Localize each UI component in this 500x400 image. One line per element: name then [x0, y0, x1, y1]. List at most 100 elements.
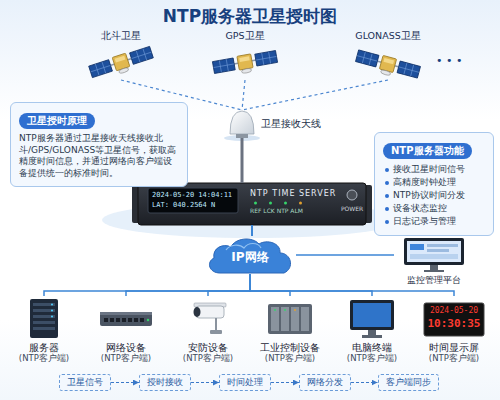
process-box: 时间处理: [219, 374, 271, 391]
callout-heading: 卫星授时原理: [19, 113, 95, 129]
device-name: 服务器: [29, 342, 59, 354]
client-device: 安防设备(NTP客户端): [170, 296, 246, 364]
clock-time: 10:30:35: [424, 317, 484, 330]
node-label: GPS卫星: [210, 30, 280, 42]
pc-icon-part: [368, 330, 376, 335]
switch-icon-part: [100, 312, 152, 326]
bullet-item: 设备状态监控: [383, 202, 485, 215]
rack-server-icon-part: [51, 304, 53, 306]
display-readout: LAT: 040.2564 N: [152, 201, 215, 210]
node-label: 卫星信号: [67, 377, 103, 388]
process-box: 网络分发: [299, 374, 351, 391]
satellite-node: GLONASS卫星: [350, 30, 426, 80]
rack-server-icon-part: [51, 310, 53, 312]
antenna-dome: [224, 111, 260, 141]
connector: [191, 382, 219, 383]
switch-icon: [100, 312, 152, 326]
connector: [271, 382, 299, 383]
server-chassis-part: [254, 202, 257, 205]
rack-server-icon-part: [33, 309, 55, 312]
device-name: 工业控制设备: [260, 342, 320, 354]
device-name: 电脑终端: [352, 342, 392, 354]
client-device: 服务器(NTP客户端): [6, 296, 82, 364]
rack-server-icon-part: [33, 327, 55, 330]
display-readout: 2024-05-20 14:04:11: [152, 191, 232, 200]
plc-icon-part: [301, 307, 309, 331]
connector: [251, 225, 253, 236]
plc-icon-part: [281, 307, 289, 331]
rack-server-icon-part: [33, 315, 55, 318]
bullet-item: NTP协议时间分发: [383, 189, 485, 202]
device-role: (NTP客户端): [19, 353, 69, 364]
plc-icon-part: [291, 307, 299, 331]
clock-display-icon-part: [424, 303, 484, 336]
device-role: (NTP客户端): [265, 353, 315, 364]
antenna-node: 卫星接收天线: [229, 110, 255, 138]
monitor-icon-part: [407, 241, 461, 262]
server-chassis: [132, 183, 372, 225]
connector: [126, 274, 250, 296]
satellite-icons-part: [354, 49, 420, 83]
pc-icon: [350, 300, 394, 338]
connector: [250, 274, 372, 296]
callout-box: NTP服务器功能接收卫星时间信号高精度时钟处理NTP协议时间分发设备状态监控日志…: [374, 132, 494, 236]
server-chassis-part: [269, 202, 272, 205]
bullet-item: 高精度时钟处理: [383, 176, 485, 189]
device-name: 网络设备: [106, 342, 146, 354]
callout-box: 卫星授时原理 NTP服务器通过卫星接收天线接收北斗/GPS/GLONASS等卫星信…: [10, 102, 188, 187]
antenna-dome-part: [236, 134, 248, 138]
cloud-highlight: [226, 244, 261, 251]
connector: [242, 80, 245, 110]
monitor-icon-part: [410, 244, 424, 250]
node-label: 卫星接收天线: [261, 118, 321, 130]
plc-icon-part: [268, 304, 312, 334]
plc-icon-part: [271, 307, 279, 331]
switch-icon-part: [128, 318, 132, 322]
server-chassis-part: [299, 202, 302, 205]
server-chassis-part: [347, 190, 357, 200]
satellite-icons: [88, 45, 420, 82]
connector: [111, 382, 139, 383]
plc-icon-part: [294, 309, 296, 311]
process-box: 授时接收: [139, 374, 191, 391]
switch-icon-part: [100, 312, 152, 315]
client-device: 电脑终端(NTP客户端): [334, 296, 410, 364]
connector: [242, 80, 388, 110]
rack-server-icon-part: [33, 321, 55, 324]
process-box: 卫星信号: [59, 374, 111, 391]
switch-icon-part: [110, 318, 114, 322]
callout-body: NTP服务器通过卫星接收天线接收北斗/GPS/GLONASS等卫星信号，获取高精…: [19, 133, 179, 179]
node-label: NTP TIME SERVER: [250, 189, 336, 199]
connector: [351, 382, 378, 383]
switch-icon-part: [134, 318, 138, 322]
rack-server-icon-part: [51, 316, 53, 318]
switch-icon-part: [122, 318, 126, 322]
more-indicator: • • •: [436, 54, 462, 67]
connector: [296, 254, 394, 256]
led-label: REF LCK NTP ALM: [250, 207, 303, 214]
satellite-node: GPS卫星: [210, 30, 280, 80]
monitor-icon-part: [430, 265, 438, 270]
client-device: 工业控制设备(NTP客户端): [252, 296, 328, 364]
client-device: 网络设备(NTP客户端): [88, 296, 164, 364]
rack-server-icon: [30, 299, 58, 338]
monitor-icon-part: [424, 270, 444, 272]
node-label: 客户端同步: [386, 377, 431, 388]
clock-date: 2024-05-20: [424, 306, 484, 316]
connector: [44, 274, 250, 296]
bullet-item: 日志记录与管理: [383, 215, 485, 228]
switch-icon-part: [104, 318, 108, 322]
camera-icon-part: [194, 307, 201, 317]
cloud-outline: [209, 239, 290, 273]
plc-icon-part: [274, 309, 276, 311]
rack-server-icon-part: [33, 303, 55, 306]
device-role: (NTP客户端): [429, 353, 479, 364]
monitor-icon-part: [404, 238, 464, 265]
node-label: 时间处理: [227, 377, 263, 388]
device-name: 安防设备: [188, 342, 228, 354]
monitor-icon: [404, 238, 464, 272]
server-chassis-part: [284, 202, 287, 205]
plc-icon: [268, 304, 312, 334]
satellite-icons-part: [88, 45, 154, 82]
node-label: GLONASS卫星: [350, 30, 426, 42]
